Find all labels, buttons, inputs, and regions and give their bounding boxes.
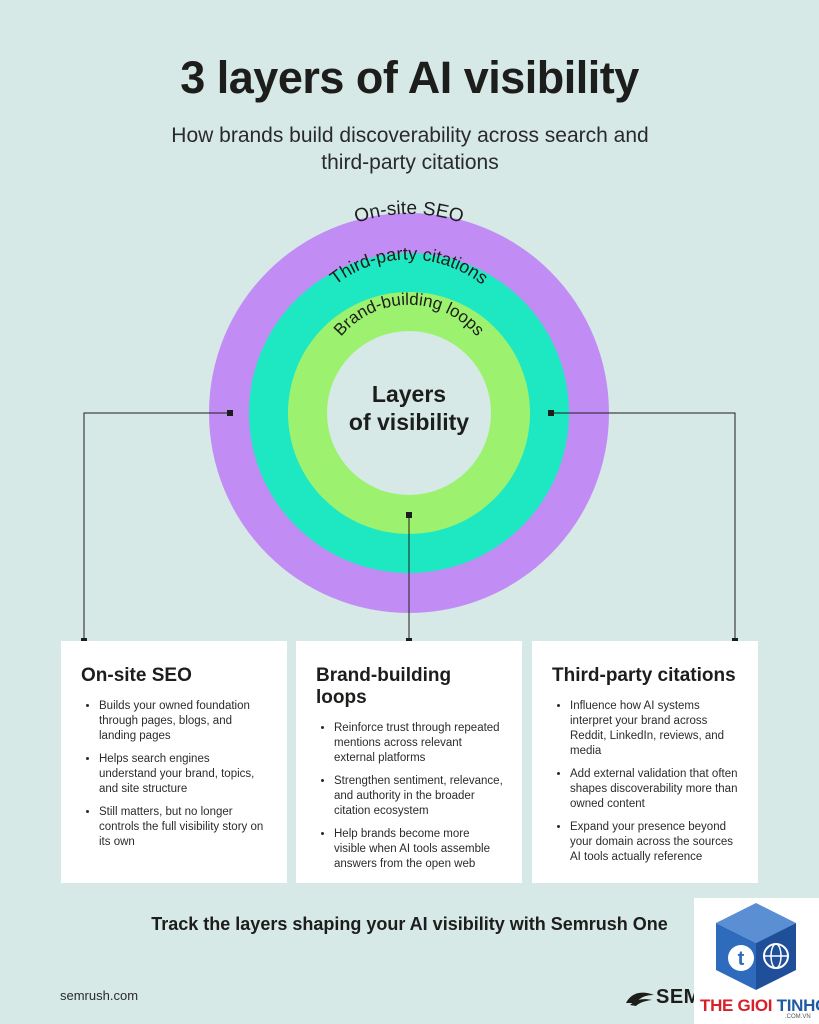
site-url[interactable]: semrush.com (60, 988, 139, 1003)
call-to-action: Track the layers shaping your AI visibil… (151, 914, 668, 934)
watermark-text-blue: TINHOC (776, 996, 819, 1015)
connector-lines (83, 412, 736, 641)
card-bullet: Add external validation that often shape… (570, 767, 740, 812)
connector-dot (227, 410, 233, 416)
card-bullet: Help brands become more visible when AI … (334, 827, 504, 872)
card-title: On-site SEO (81, 665, 192, 686)
card-bullet: Still matters, but no longer controls th… (99, 805, 269, 850)
card-on-site-seo: On-site SEO Builds your owned foundation… (61, 641, 287, 883)
connector-third-party-citations (551, 412, 736, 641)
card-bullet: Helps search engines understand your bra… (99, 752, 269, 797)
connector-dot (548, 410, 554, 416)
svg-text:t: t (738, 948, 745, 970)
page-subtitle: How brands build discoverability across … (171, 124, 649, 174)
watermark-text: THE GIOI TINHOC (700, 996, 819, 1016)
card-bullet: Influence how AI systems interpret your … (570, 699, 740, 759)
card-brand-building-loops: Brand-building loops Reinforce trust thr… (296, 641, 522, 883)
watermark: t (694, 898, 819, 1024)
center-label-line2: of visibility (349, 409, 469, 435)
card-bullet: Builds your owned foundation through pag… (99, 699, 269, 744)
card-bullets: Reinforce trust through repeated mention… (316, 721, 504, 872)
watermark-text-red: THE GIOI (700, 996, 777, 1015)
page-title: 3 layers of AI visibility (180, 52, 639, 103)
ring-center (327, 331, 491, 495)
cube-logo-icon: t (716, 903, 796, 990)
card-title: Third-party citations (552, 665, 736, 686)
watermark-domain: .COM.VN (785, 1014, 811, 1020)
connector-on-site-seo (83, 412, 230, 641)
card-bullet: Expand your presence beyond your domain … (570, 820, 740, 865)
card-third-party-citations: Third-party citations Influence how AI s… (532, 641, 758, 883)
card-bullets: Influence how AI systems interpret your … (552, 699, 740, 865)
center-label-line1: Layers (372, 381, 446, 407)
semrush-flame-icon (626, 992, 654, 1006)
card-title: Brand-building loops (316, 665, 452, 708)
card-bullets: Builds your owned foundation through pag… (81, 699, 269, 850)
card-bullet: Reinforce trust through repeated mention… (334, 721, 504, 766)
connector-dot (406, 512, 412, 518)
card-bullet: Strengthen sentiment, relevance, and aut… (334, 774, 504, 819)
